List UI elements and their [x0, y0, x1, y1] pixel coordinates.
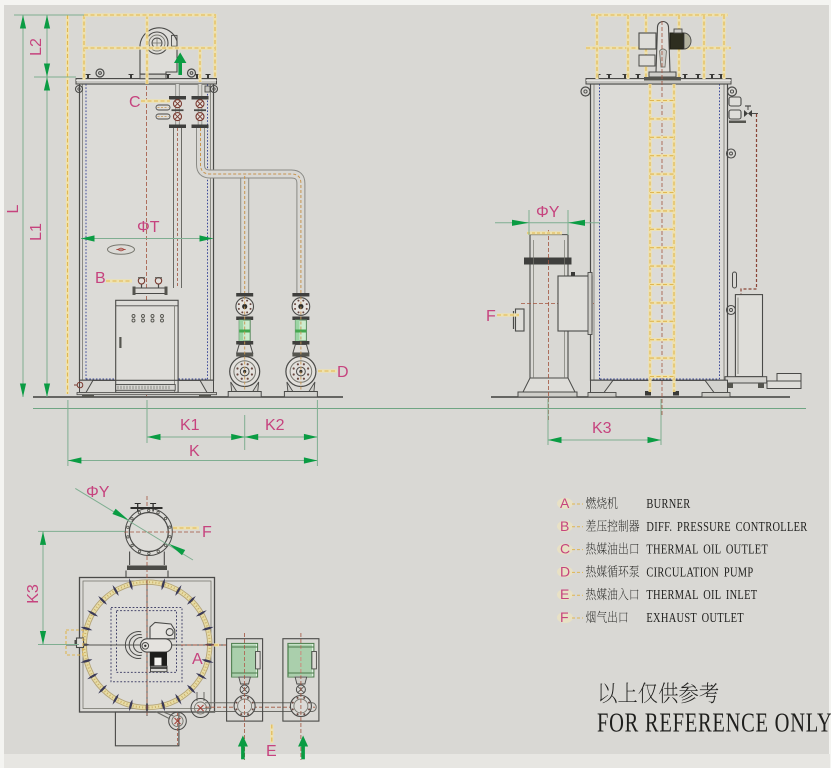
svg-text:C: C [129, 94, 141, 111]
svg-text:A: A [192, 651, 203, 668]
svg-text:F: F [202, 524, 212, 541]
svg-text:ΦT: ΦT [137, 219, 160, 236]
svg-text:B: B [95, 270, 106, 287]
svg-text:E: E [266, 743, 277, 760]
svg-text:K1: K1 [180, 417, 200, 434]
svg-text:ΦY: ΦY [536, 204, 560, 221]
svg-text:BURNER: BURNER [646, 496, 690, 512]
svg-text:D: D [560, 563, 570, 579]
svg-text:THERMAL OIL INLET: THERMAL OIL INLET [646, 587, 757, 603]
svg-text:FOR REFERENCE ONLY: FOR REFERENCE ONLY [597, 708, 831, 739]
svg-text:B: B [560, 518, 569, 534]
svg-text:THERMAL OIL OUTLET: THERMAL OIL OUTLET [646, 541, 768, 557]
svg-text:D: D [337, 364, 349, 381]
svg-text:K3: K3 [592, 420, 612, 437]
svg-text:EXHAUST OUTLET: EXHAUST OUTLET [646, 610, 744, 626]
svg-text:A: A [560, 495, 570, 511]
svg-text:K2: K2 [265, 417, 285, 434]
svg-text:ΦY: ΦY [86, 484, 110, 501]
svg-text:L: L [5, 204, 22, 213]
svg-text:E: E [560, 586, 569, 602]
svg-text:K: K [189, 443, 200, 460]
svg-text:L2: L2 [28, 38, 45, 56]
svg-text:F: F [560, 609, 569, 625]
svg-text:CIRCULATION PUMP: CIRCULATION PUMP [646, 564, 753, 580]
svg-text:K3: K3 [25, 584, 42, 604]
svg-text:L1: L1 [28, 223, 45, 241]
svg-text:C: C [560, 541, 570, 557]
svg-text:DIFF. PRESSURE CONTROLLER: DIFF. PRESSURE CONTROLLER [646, 518, 807, 534]
svg-text:F: F [486, 308, 496, 325]
